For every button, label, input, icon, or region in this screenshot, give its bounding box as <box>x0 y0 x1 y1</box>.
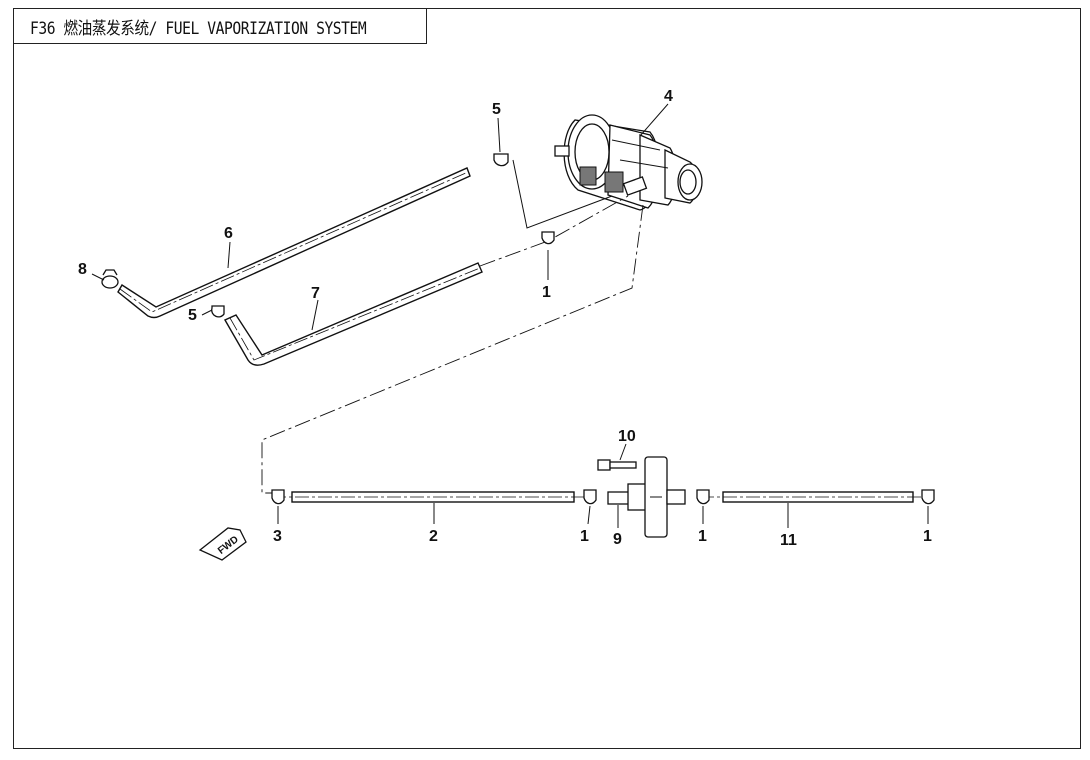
clamp-5-left <box>211 305 225 318</box>
hose-11 <box>700 491 928 503</box>
clamp-1-canister <box>541 231 555 245</box>
forward-direction-arrow: FWD <box>198 527 247 561</box>
callout-5-left: 5 <box>188 307 197 324</box>
charcoal-canister <box>554 114 703 211</box>
callout-1-canister: 1 <box>542 284 551 301</box>
hose-6 <box>117 167 471 319</box>
assembly-chain-line <box>479 195 629 267</box>
callout-1-bottom-b: 1 <box>698 528 707 545</box>
callout-10: 10 <box>618 428 636 445</box>
callout-5-top: 5 <box>492 101 501 118</box>
clamp-1-bottom-c <box>921 489 935 505</box>
callout-11: 11 <box>780 532 797 549</box>
clamp-3 <box>271 489 285 505</box>
page-title: F36 燃油蒸发系统/ FUEL VAPORIZATION SYSTEM <box>30 18 367 39</box>
rollover-valve-9 <box>607 456 686 538</box>
callout-9: 9 <box>613 531 622 548</box>
callout-6: 6 <box>224 225 233 242</box>
callout-8: 8 <box>78 261 87 278</box>
callout-3: 3 <box>273 528 282 545</box>
assembly-chain-line <box>261 204 644 494</box>
drawing-frame <box>13 8 1081 749</box>
leader-line <box>512 159 613 229</box>
callout-1-bottom-c: 1 <box>923 528 932 545</box>
bolt-10 <box>597 459 637 471</box>
callout-1-bottom-a: 1 <box>580 528 589 545</box>
callout-4: 4 <box>664 88 673 105</box>
hose-7 <box>224 262 483 366</box>
callout-7: 7 <box>311 285 320 302</box>
callout-2: 2 <box>429 528 438 545</box>
clamp-1-bottom-b <box>696 489 710 505</box>
title-block: F36 燃油蒸发系统/ FUEL VAPORIZATION SYSTEM <box>13 8 427 44</box>
clamp-5-top <box>493 153 509 167</box>
clamp-1-bottom-a <box>583 489 597 505</box>
clamp-8 <box>101 269 119 289</box>
hose-2 <box>272 491 588 503</box>
